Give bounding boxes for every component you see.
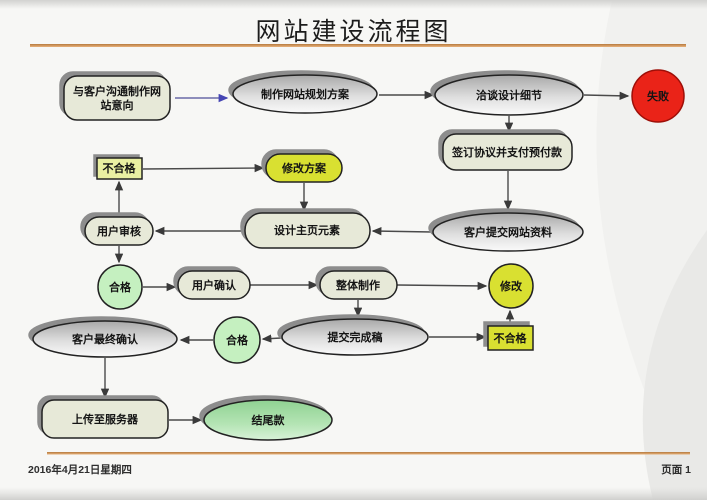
node-label: 修改 [499,279,523,293]
node-label: 洽谈设计细节 [476,88,542,102]
bottom-edge-shade [0,487,707,500]
node-user-confirm: 用户确认 [173,266,251,300]
node-final-payment: 结尾款 [199,395,333,441]
node-label: 设计主页元素 [274,223,340,237]
node-label: 上传至服务器 [72,412,139,426]
page-title: 网站建设流程图 [255,19,452,46]
node-communicate-intent: 与客户沟通制作网 站意向 [59,71,171,121]
footer-page-number: 页面 1 [661,464,691,476]
node-client-final-confirm: 客户最终确认 [28,316,178,358]
node-label: 不合格 [494,331,528,345]
node-label-line2: 站意向 [101,98,134,112]
node-design-homepage: 设计主页元素 [240,208,371,249]
top-edge-shade [0,0,707,9]
node-sign-agreement: 签订协议并支付预付款 [438,129,573,171]
connectors [100,90,630,425]
edge-discuss-to-fail [583,91,630,101]
edge-materials-to-design [371,226,433,236]
title-divider-line [30,44,686,47]
node-label: 制作网站规划方案 [261,87,350,101]
node-fail: 失败 [631,69,685,123]
node-label: 修改方案 [281,161,327,175]
node-label: 失败 [647,89,669,103]
node-shape [63,75,171,121]
footer-date: 2016年4月21日星期四 [28,464,132,476]
edge-finaldraft-to-qualified2 [261,334,282,343]
node-client-submit-materials: 客户提交网站资料 [428,208,584,252]
edge-unqualified1-to-revise [142,163,265,173]
node-label: 用户审核 [97,224,141,238]
node-qualified-review: 合格 [97,264,143,310]
node-upload-server: 上传至服务器 [37,395,169,439]
node-modify: 修改 [488,263,534,309]
node-label-line1: 与客户沟通制作网 [73,84,161,98]
node-label: 签订协议并支付预付款 [451,145,563,159]
node-label: 客户最终确认 [71,332,139,346]
node-label: 提交完成稿 [328,330,383,344]
node-label: 合格 [109,280,132,294]
background-swoosh-dark [642,230,707,500]
node-unqualified-draft: 不合格 [483,321,534,351]
node-label: 结尾款 [251,413,286,427]
node-make-plan: 制作网站规划方案 [228,70,378,114]
edge-build-to-modify [396,281,488,291]
node-overall-build: 整体制作 [315,266,398,300]
node-unqualified-plan: 不合格 [93,154,143,180]
node-qualified-final: 合格 [213,316,261,364]
node-submit-final-draft: 提交完成稿 [277,314,429,356]
node-label: 用户确认 [192,278,237,292]
footer-divider-line [47,452,690,455]
node-revise-plan: 修改方案 [261,149,343,183]
node-discuss-details: 洽谈设计细节 [430,70,584,116]
node-user-review: 用户审核 [80,212,154,246]
node-label: 客户提交网站资料 [463,225,552,239]
node-label: 整体制作 [335,278,380,292]
node-label: 合格 [226,333,249,347]
node-label: 不合格 [103,161,137,175]
